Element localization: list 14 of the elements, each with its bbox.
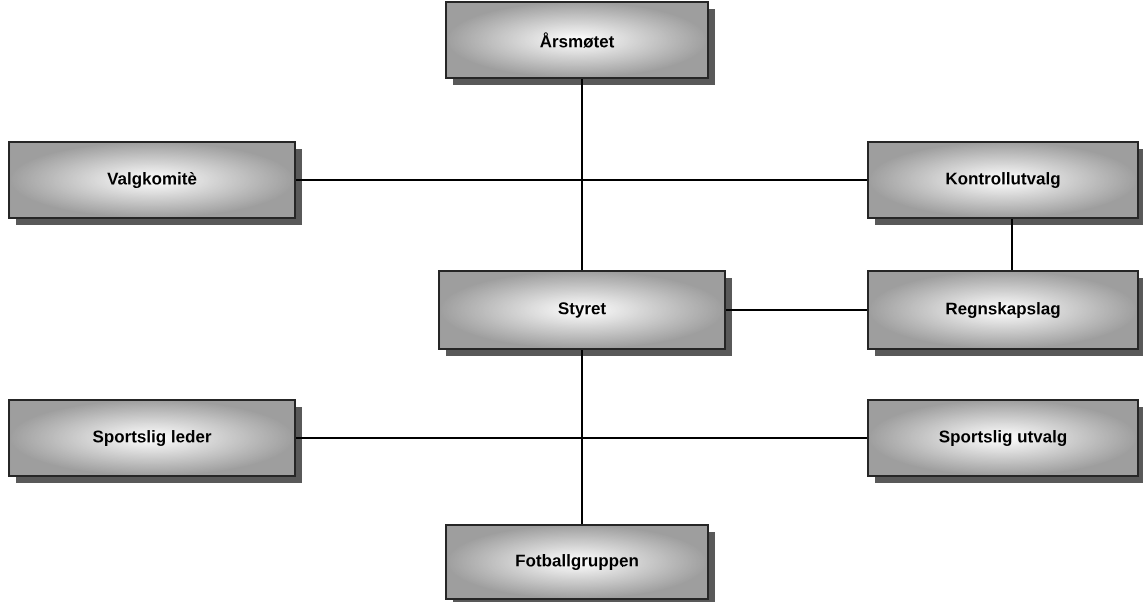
connector-line: [725, 309, 868, 311]
org-box: Valgkomitè: [8, 141, 302, 225]
connector-line: [581, 349, 583, 525]
org-box: Kontrollutvalg: [867, 141, 1143, 225]
org-box: Styret: [438, 270, 732, 356]
org-box: Regnskapslag: [867, 270, 1143, 356]
org-box: Årsmøtet: [445, 1, 715, 85]
org-box: Sportslig utvalg: [867, 399, 1143, 483]
connector-line: [295, 437, 868, 439]
org-box: Sportslig leder: [8, 399, 302, 483]
connector-line: [1011, 218, 1013, 271]
connector-line: [581, 78, 583, 271]
connector-line: [295, 179, 868, 181]
org-box: Fotballgruppen: [445, 524, 715, 602]
